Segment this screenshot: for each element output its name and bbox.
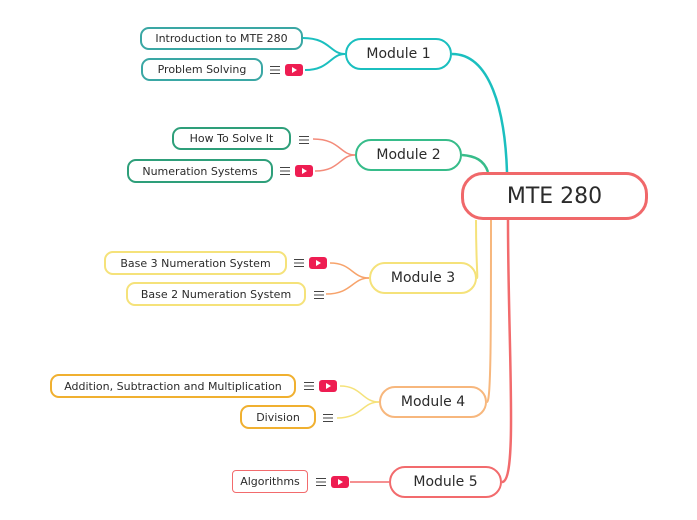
notes-icon[interactable] [304, 381, 314, 391]
topic-label: Problem Solving [157, 63, 247, 76]
topic-base-2-numeration-system[interactable]: Base 2 Numeration System [126, 282, 306, 306]
topic-label: Base 2 Numeration System [140, 287, 292, 301]
notes-icon[interactable] [270, 65, 280, 75]
notes-icon[interactable] [323, 413, 333, 423]
connector-module2-topic2 [314, 154, 356, 172]
notes-icon[interactable] [299, 135, 309, 145]
module-3-node[interactable]: Module 3 [369, 262, 477, 294]
connector-module3-topic1 [329, 262, 370, 279]
topic-numeration-systems[interactable]: Numeration Systems [127, 159, 273, 183]
youtube-icon[interactable] [309, 257, 327, 269]
module-1-label: Module 1 [366, 46, 431, 62]
notes-icon[interactable] [294, 258, 304, 268]
module-3-label: Module 3 [390, 270, 456, 286]
topic-label: Introduction to MTE 280 [155, 32, 288, 45]
connector-module4-topic1 [339, 385, 380, 403]
notes-icon[interactable] [314, 290, 324, 300]
topic-algorithms[interactable]: Algorithms [232, 470, 308, 493]
connector-module1-topic1 [302, 37, 346, 55]
topic-label: How To Solve It [189, 132, 274, 145]
topic-base-3-numeration-system[interactable]: Base 3 Numeration System [104, 251, 287, 275]
topic-attachments [299, 133, 309, 147]
connector-module3-topic2 [325, 277, 370, 295]
connector-root-module4 [486, 219, 492, 403]
notes-icon[interactable] [280, 166, 290, 176]
topic-attachments [314, 288, 324, 302]
topic-introduction-to-mte-280[interactable]: Introduction to MTE 280 [140, 27, 303, 50]
topic-attachments [280, 164, 313, 178]
topic-label: Base 3 Numeration System [120, 256, 271, 270]
connector-root-module2 [461, 153, 490, 173]
module-4-label: Module 4 [400, 394, 466, 410]
topic-label: Division [256, 410, 300, 424]
root-title: MTE 280 [506, 183, 603, 209]
topic-how-to-solve-it[interactable]: How To Solve It [172, 127, 291, 150]
module-1-node[interactable]: Module 1 [345, 38, 452, 70]
topic-label: Numeration Systems [142, 164, 258, 178]
youtube-icon[interactable] [319, 380, 337, 392]
module-5-label: Module 5 [413, 474, 478, 490]
module-4-node[interactable]: Module 4 [379, 386, 487, 418]
youtube-icon[interactable] [331, 476, 349, 488]
connector-root-module5 [501, 219, 513, 484]
module-5-node[interactable]: Module 5 [389, 466, 502, 498]
topic-attachments [304, 379, 337, 393]
topic-label: Algorithms [240, 475, 300, 488]
root-node[interactable]: MTE 280 [461, 172, 648, 220]
notes-icon[interactable] [316, 477, 326, 487]
topic-attachments [294, 256, 327, 270]
module-2-label: Module 2 [376, 147, 441, 163]
topic-division[interactable]: Division [240, 405, 316, 429]
topic-addition-subtraction-multiplication[interactable]: Addition, Subtraction and Multiplication [50, 374, 296, 398]
youtube-icon[interactable] [295, 165, 313, 177]
youtube-icon[interactable] [285, 64, 303, 76]
topic-attachments [316, 475, 349, 489]
topic-problem-solving[interactable]: Problem Solving [141, 58, 263, 81]
module-2-node[interactable]: Module 2 [355, 139, 462, 171]
connector-root-module1 [451, 52, 509, 173]
connector-root-module3 [475, 219, 479, 279]
connector-module4-topic2 [336, 401, 380, 419]
topic-label: Addition, Subtraction and Multiplication [64, 379, 282, 393]
connector-module1-topic2 [304, 53, 346, 71]
topic-attachments [323, 411, 333, 425]
topic-attachments [270, 63, 303, 77]
connector-module2-topic1 [312, 138, 356, 156]
